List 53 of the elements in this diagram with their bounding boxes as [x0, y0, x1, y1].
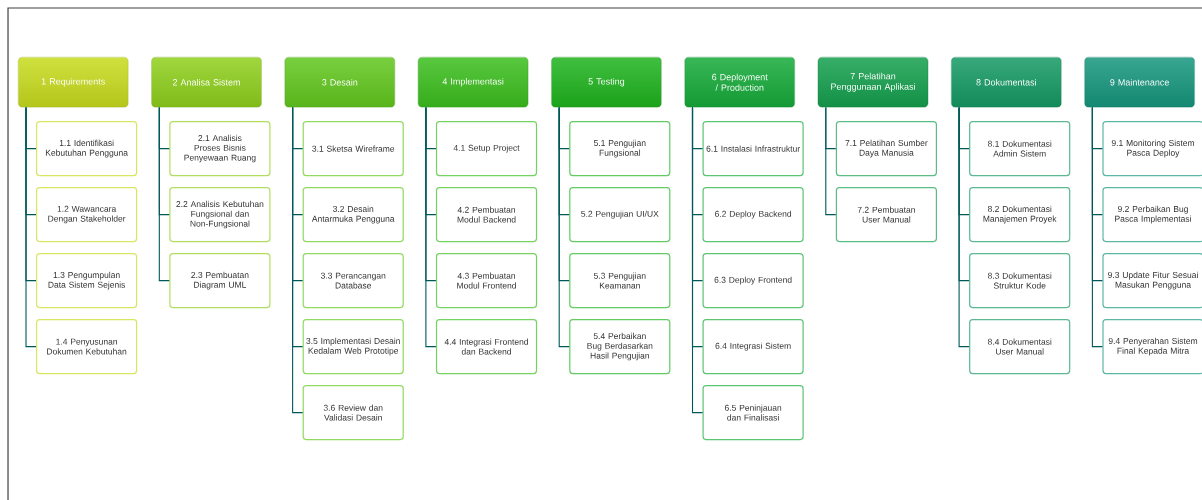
task-box: 8.4 Dokumentasi User Manual	[969, 319, 1071, 375]
task-box: 3.5 Implementasi Desain Kedalam Web Prototipe	[302, 319, 404, 375]
task-box: 4.2 Pembuatan Modul Backend	[435, 187, 538, 243]
task-box: 8.1 Dokumentasi Admin Sistem	[969, 121, 1071, 177]
task-box: 4.1 Setup Project	[435, 121, 538, 177]
phase-box: 1 Requirements	[18, 57, 129, 108]
task-box: 2.2 Analisis Kebutuhan Fungsional dan Non-Fungsional	[169, 187, 271, 243]
phase-box: 9 Maintenance	[1084, 57, 1195, 108]
task-box: 9.4 Penyerahan Sistem Final Kepada Mitra	[1102, 319, 1202, 375]
phase-box: 3 Desain	[284, 57, 395, 108]
connector	[425, 106, 437, 348]
task-box: 2.3 Pembuatan Diagram UML	[169, 253, 271, 309]
task-box: 3.2 Desain Antarmuka Pengguna	[302, 187, 404, 243]
task-box: 1.4 Penyusunan Dokumen Kebutuhan	[36, 319, 138, 375]
task-box: 5.4 Perbaikan Bug Berdasarkan Hasil Pengujian	[569, 319, 671, 375]
task-box: 8.3 Dokumentasi Struktur Kode	[969, 253, 1071, 309]
phase-box: 8 Dokumentasi	[951, 57, 1062, 108]
phase-box: 5 Testing	[551, 57, 662, 108]
task-box: 2.1 Analisis Proses Bisnis Penyewaan Ruang	[169, 121, 271, 177]
task-box: 5.3 Pengujian Keamanan	[569, 253, 671, 309]
connector	[1091, 106, 1103, 348]
connector	[691, 106, 704, 414]
task-box: 4.3 Pembuatan Modul Frontend	[435, 253, 538, 309]
task-box: 1.1 Identifikasi Kebutuhan Pengguna	[36, 121, 138, 177]
task-box: 9.2 Perbaikan Bug Pasca Implementasi	[1102, 187, 1202, 243]
connector	[25, 106, 37, 348]
task-box: 6.5 Peninjauan dan Finalisasi	[702, 385, 804, 441]
connector	[158, 106, 170, 282]
task-box: 6.1 Instalasi Infrastruktur	[702, 121, 804, 177]
task-box: 1.2 Wawancara Dengan Stakeholder	[36, 187, 138, 243]
task-box: 7.1 Pelatihan Sumber Daya Manusia	[835, 121, 937, 177]
connector	[292, 106, 304, 414]
task-box: 5.1 Pengujian Fungsional	[569, 121, 671, 177]
task-box: 9.1 Monitoring Sistem Pasca Deploy	[1102, 121, 1202, 177]
connector	[825, 106, 837, 216]
task-box: 3.3 Perancangan Database	[302, 253, 404, 309]
task-box: 6.3 Deploy Frontend	[702, 253, 804, 309]
task-box: 1.3 Pengumpulan Data Sistem Sejenis	[36, 253, 138, 309]
task-box: 5.2 Pengujian UI/UX	[569, 187, 671, 243]
phase-box: 7 Pelatihan Penggunaan Aplikasi	[817, 57, 929, 108]
task-box: 4.4 Integrasi Frontend dan Backend	[435, 319, 538, 375]
connector	[558, 106, 570, 348]
task-box: 3.1 Sketsa Wireframe	[302, 121, 404, 177]
task-box: 6.2 Deploy Backend	[702, 187, 804, 243]
task-box: 3.6 Review dan Validasi Desain	[302, 385, 404, 441]
phase-box: 6 Deployment / Production	[684, 57, 795, 108]
task-box: 8.2 Dokumentasi Manajemen Proyek	[969, 187, 1071, 243]
task-box: 7.2 Pembuatan User Manual	[835, 187, 937, 243]
task-box: 9.3 Update Fitur Sesuai Masukan Pengguna	[1102, 253, 1202, 309]
phase-box: 4 Implementasi	[417, 57, 529, 108]
connector	[958, 106, 970, 348]
task-box: 6.4 Integrasi Sistem	[702, 319, 804, 375]
phase-box: 2 Analisa Sistem	[151, 57, 262, 108]
